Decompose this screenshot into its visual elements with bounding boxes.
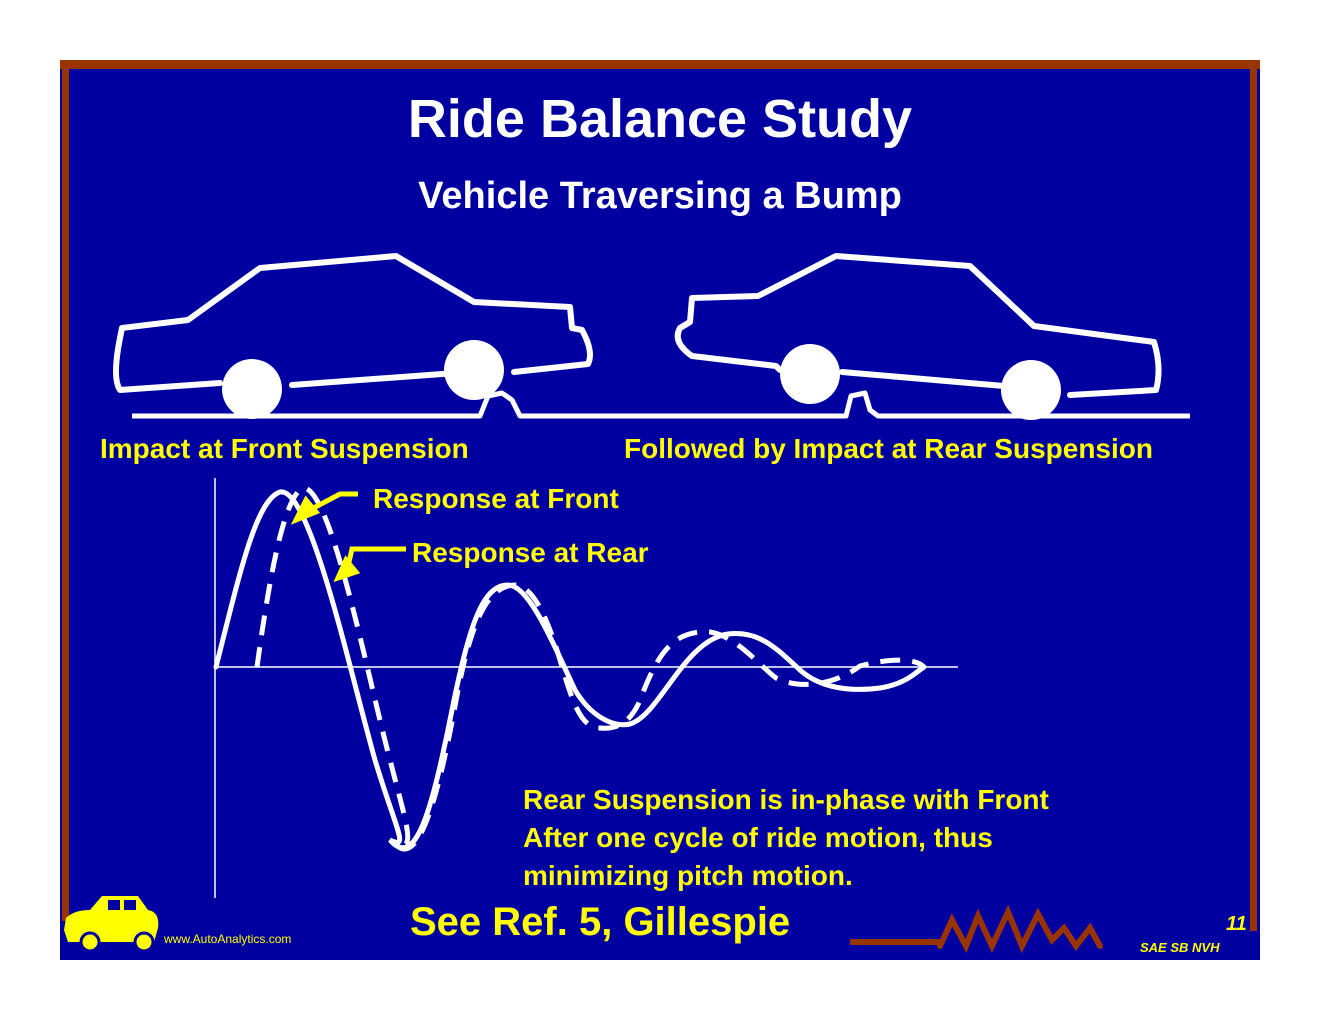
leader-front	[304, 491, 358, 515]
arrow-front	[290, 495, 321, 525]
footer-url: www.AutoAnalytics.com	[164, 932, 292, 946]
car-right-wheels	[780, 344, 1061, 420]
reference-text: See Ref. 5, Gillespie	[410, 900, 791, 944]
car-left-front-wheel	[222, 359, 282, 419]
page-number: 11	[1226, 913, 1247, 935]
label-rear-impact: Followed by Impact at Rear Suspension	[624, 433, 1153, 464]
explanation-note: Rear Suspension is in-phase with Front A…	[523, 781, 1049, 895]
spring-icon	[937, 904, 1103, 954]
car-left-wheels	[222, 340, 504, 419]
response-front-curve	[213, 489, 927, 851]
arrow-rear	[333, 555, 361, 583]
car-right-rear-wheel	[1001, 360, 1061, 420]
note-line-3: minimizing pitch motion.	[523, 860, 853, 891]
label-response-front: Response at Front	[373, 483, 619, 514]
label-front-impact: Impact at Front Suspension	[100, 433, 469, 464]
slide-title: Ride Balance Study	[407, 89, 913, 149]
slide-graphics	[60, 60, 1260, 954]
car-left-rear-wheel	[444, 340, 504, 400]
car-icon	[64, 896, 159, 953]
label-response-rear: Response at Rear	[412, 537, 649, 568]
footer-org: SAE SB NVH	[1140, 940, 1220, 955]
plot-axes	[214, 478, 958, 898]
car-right	[674, 253, 1162, 398]
car-right-front-wheel	[780, 344, 840, 404]
note-line-2: After one cycle of ride motion, thus	[523, 822, 993, 853]
car-left	[113, 253, 593, 393]
slide-subtitle: Vehicle Traversing a Bump	[418, 175, 902, 217]
note-line-1: Rear Suspension is in-phase with Front	[523, 784, 1049, 815]
slide: Ride Balance Study Vehicle Traversing a …	[60, 60, 1260, 960]
leader-lines	[290, 491, 406, 583]
response-rear-curve	[254, 485, 926, 852]
